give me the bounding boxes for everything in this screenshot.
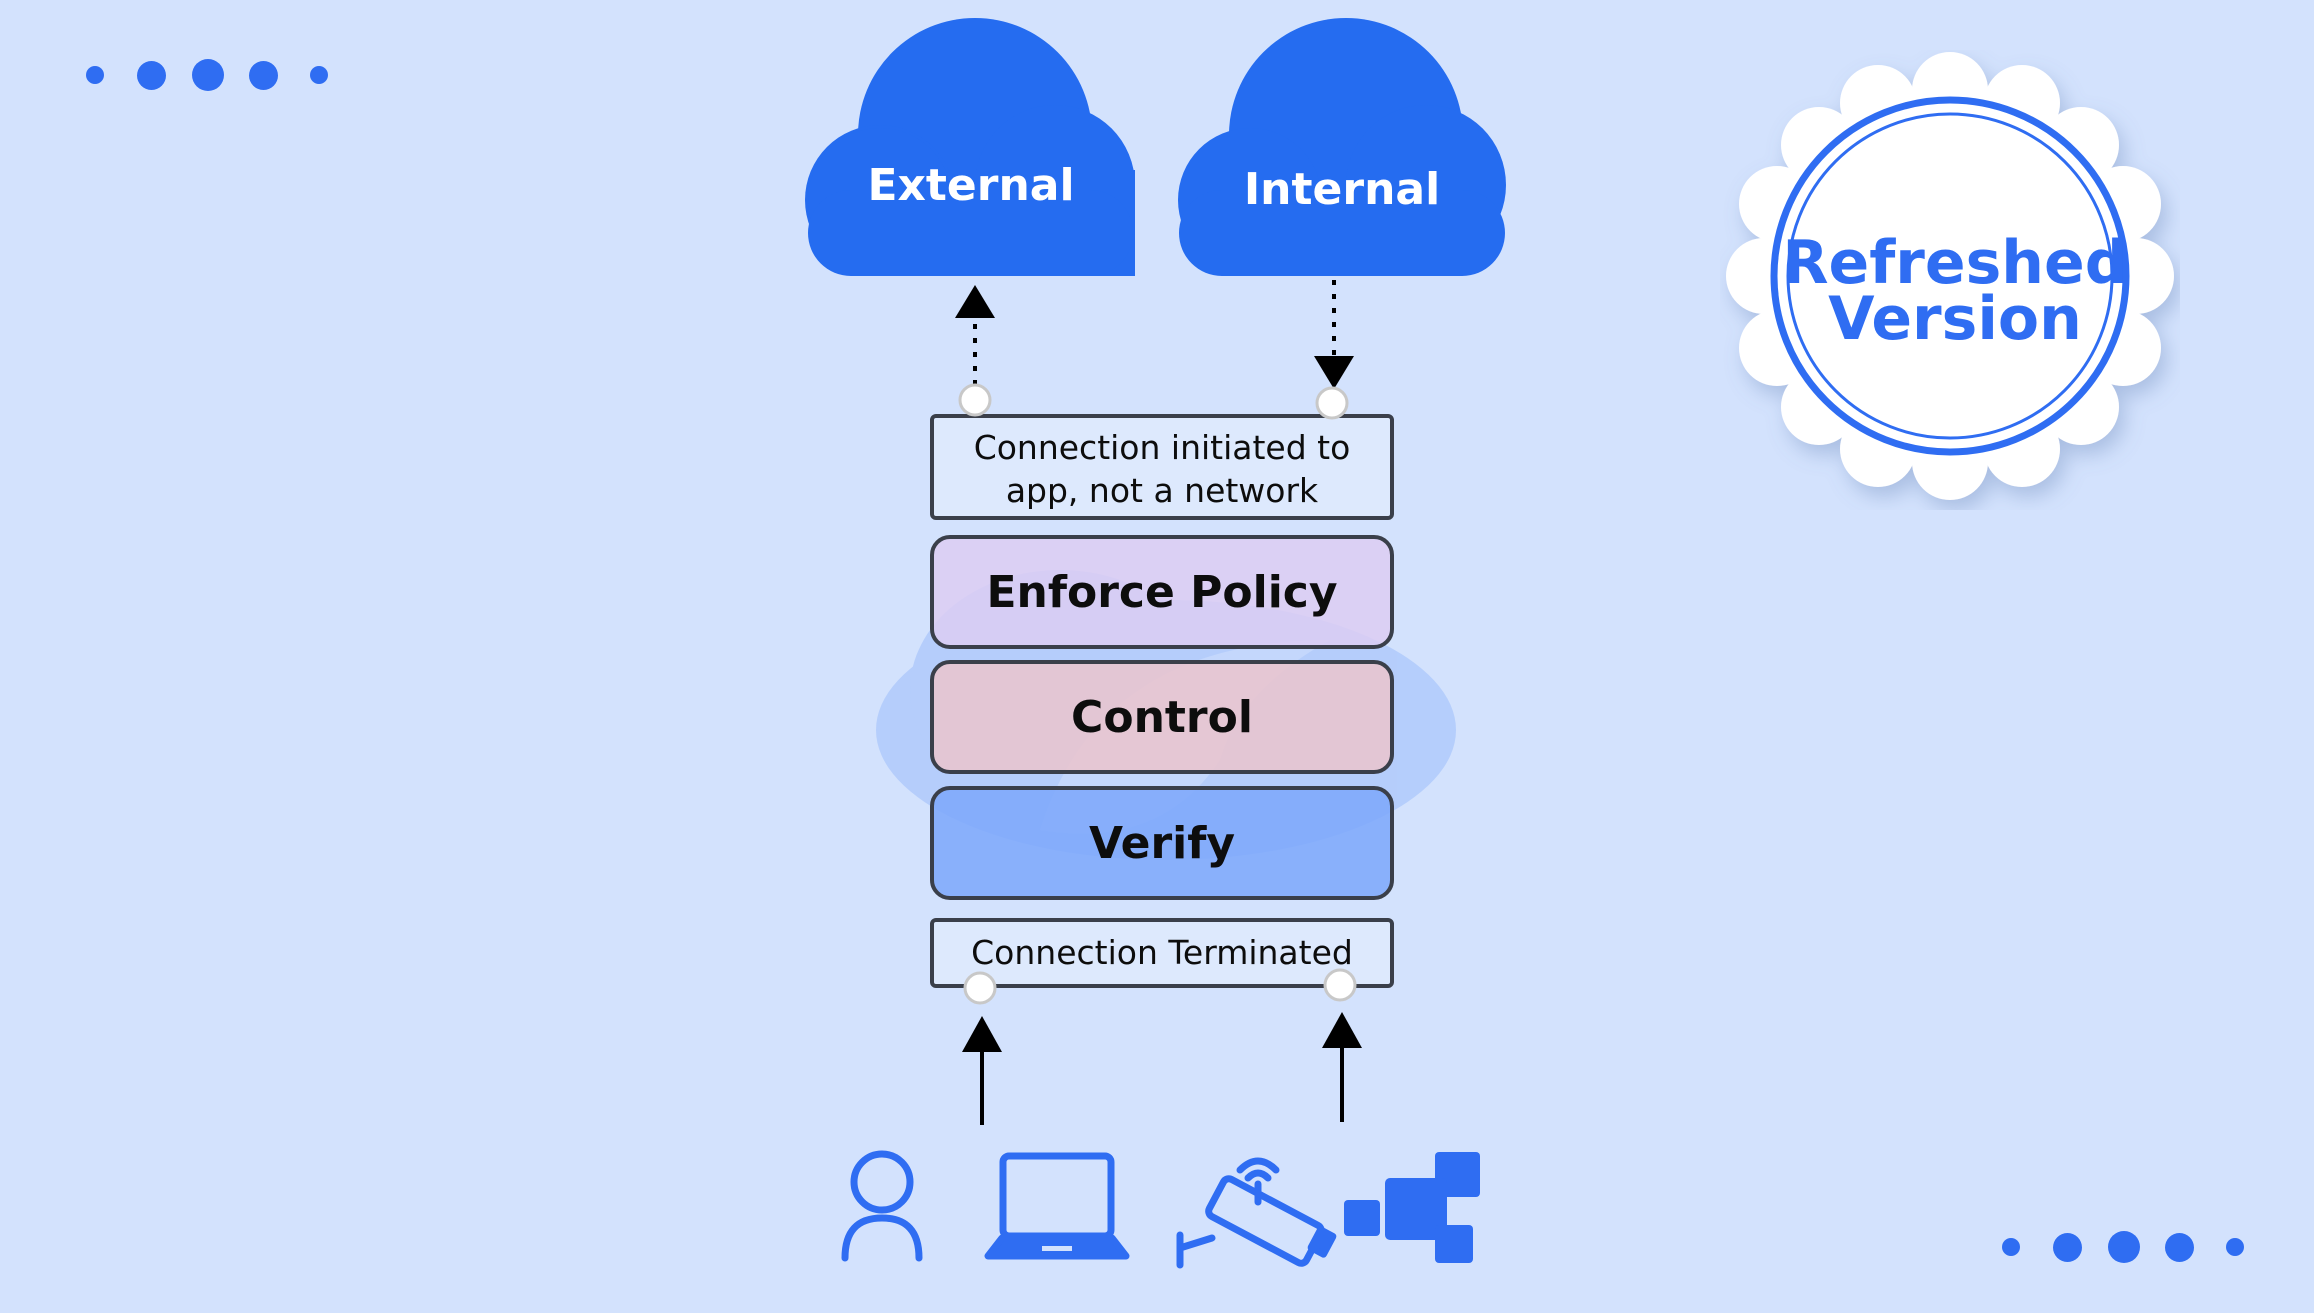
dot [2226, 1238, 2244, 1256]
stamp-line-1: Refreshed [1782, 228, 2128, 298]
dot [137, 61, 166, 90]
user-icon [841, 1150, 923, 1262]
source-icons [841, 1150, 1480, 1269]
connection-terminated-box: Connection Terminated [930, 918, 1394, 988]
dot [2053, 1233, 2082, 1262]
dot [86, 66, 104, 84]
workload-blocks-icon [1344, 1152, 1480, 1263]
cloud-internal-icon [1178, 18, 1506, 276]
connection-initiated-box: Connection initiated to app, not a netwo… [930, 414, 1394, 520]
refreshed-stamp-badge [1726, 52, 2174, 500]
dot [2108, 1231, 2140, 1263]
dot [192, 59, 224, 91]
arrow-to-external [955, 285, 995, 385]
control-label: Control [1071, 691, 1253, 743]
dot [2165, 1233, 2194, 1262]
iot-camera-icon [1176, 1157, 1337, 1269]
enforce-policy-label: Enforce Policy [986, 566, 1338, 618]
arrow-from-workloads [1322, 1012, 1362, 1122]
cloud-external-icon [805, 18, 1135, 276]
verify-layer: Verify [930, 786, 1394, 900]
dot [310, 66, 328, 84]
arrow-from-users [962, 1016, 1002, 1125]
cloud-internal-label: Internal [1243, 164, 1441, 215]
cloud-external-label: External [867, 160, 1075, 211]
verify-label: Verify [1088, 817, 1236, 869]
laptop-icon [984, 1152, 1130, 1260]
enforce-policy-layer: Enforce Policy [930, 535, 1394, 649]
stamp-line-2: Version [1828, 284, 2082, 354]
arrow-from-internal [1314, 280, 1354, 389]
dot [2002, 1238, 2020, 1256]
dot [249, 61, 278, 90]
control-layer: Control [930, 660, 1394, 774]
